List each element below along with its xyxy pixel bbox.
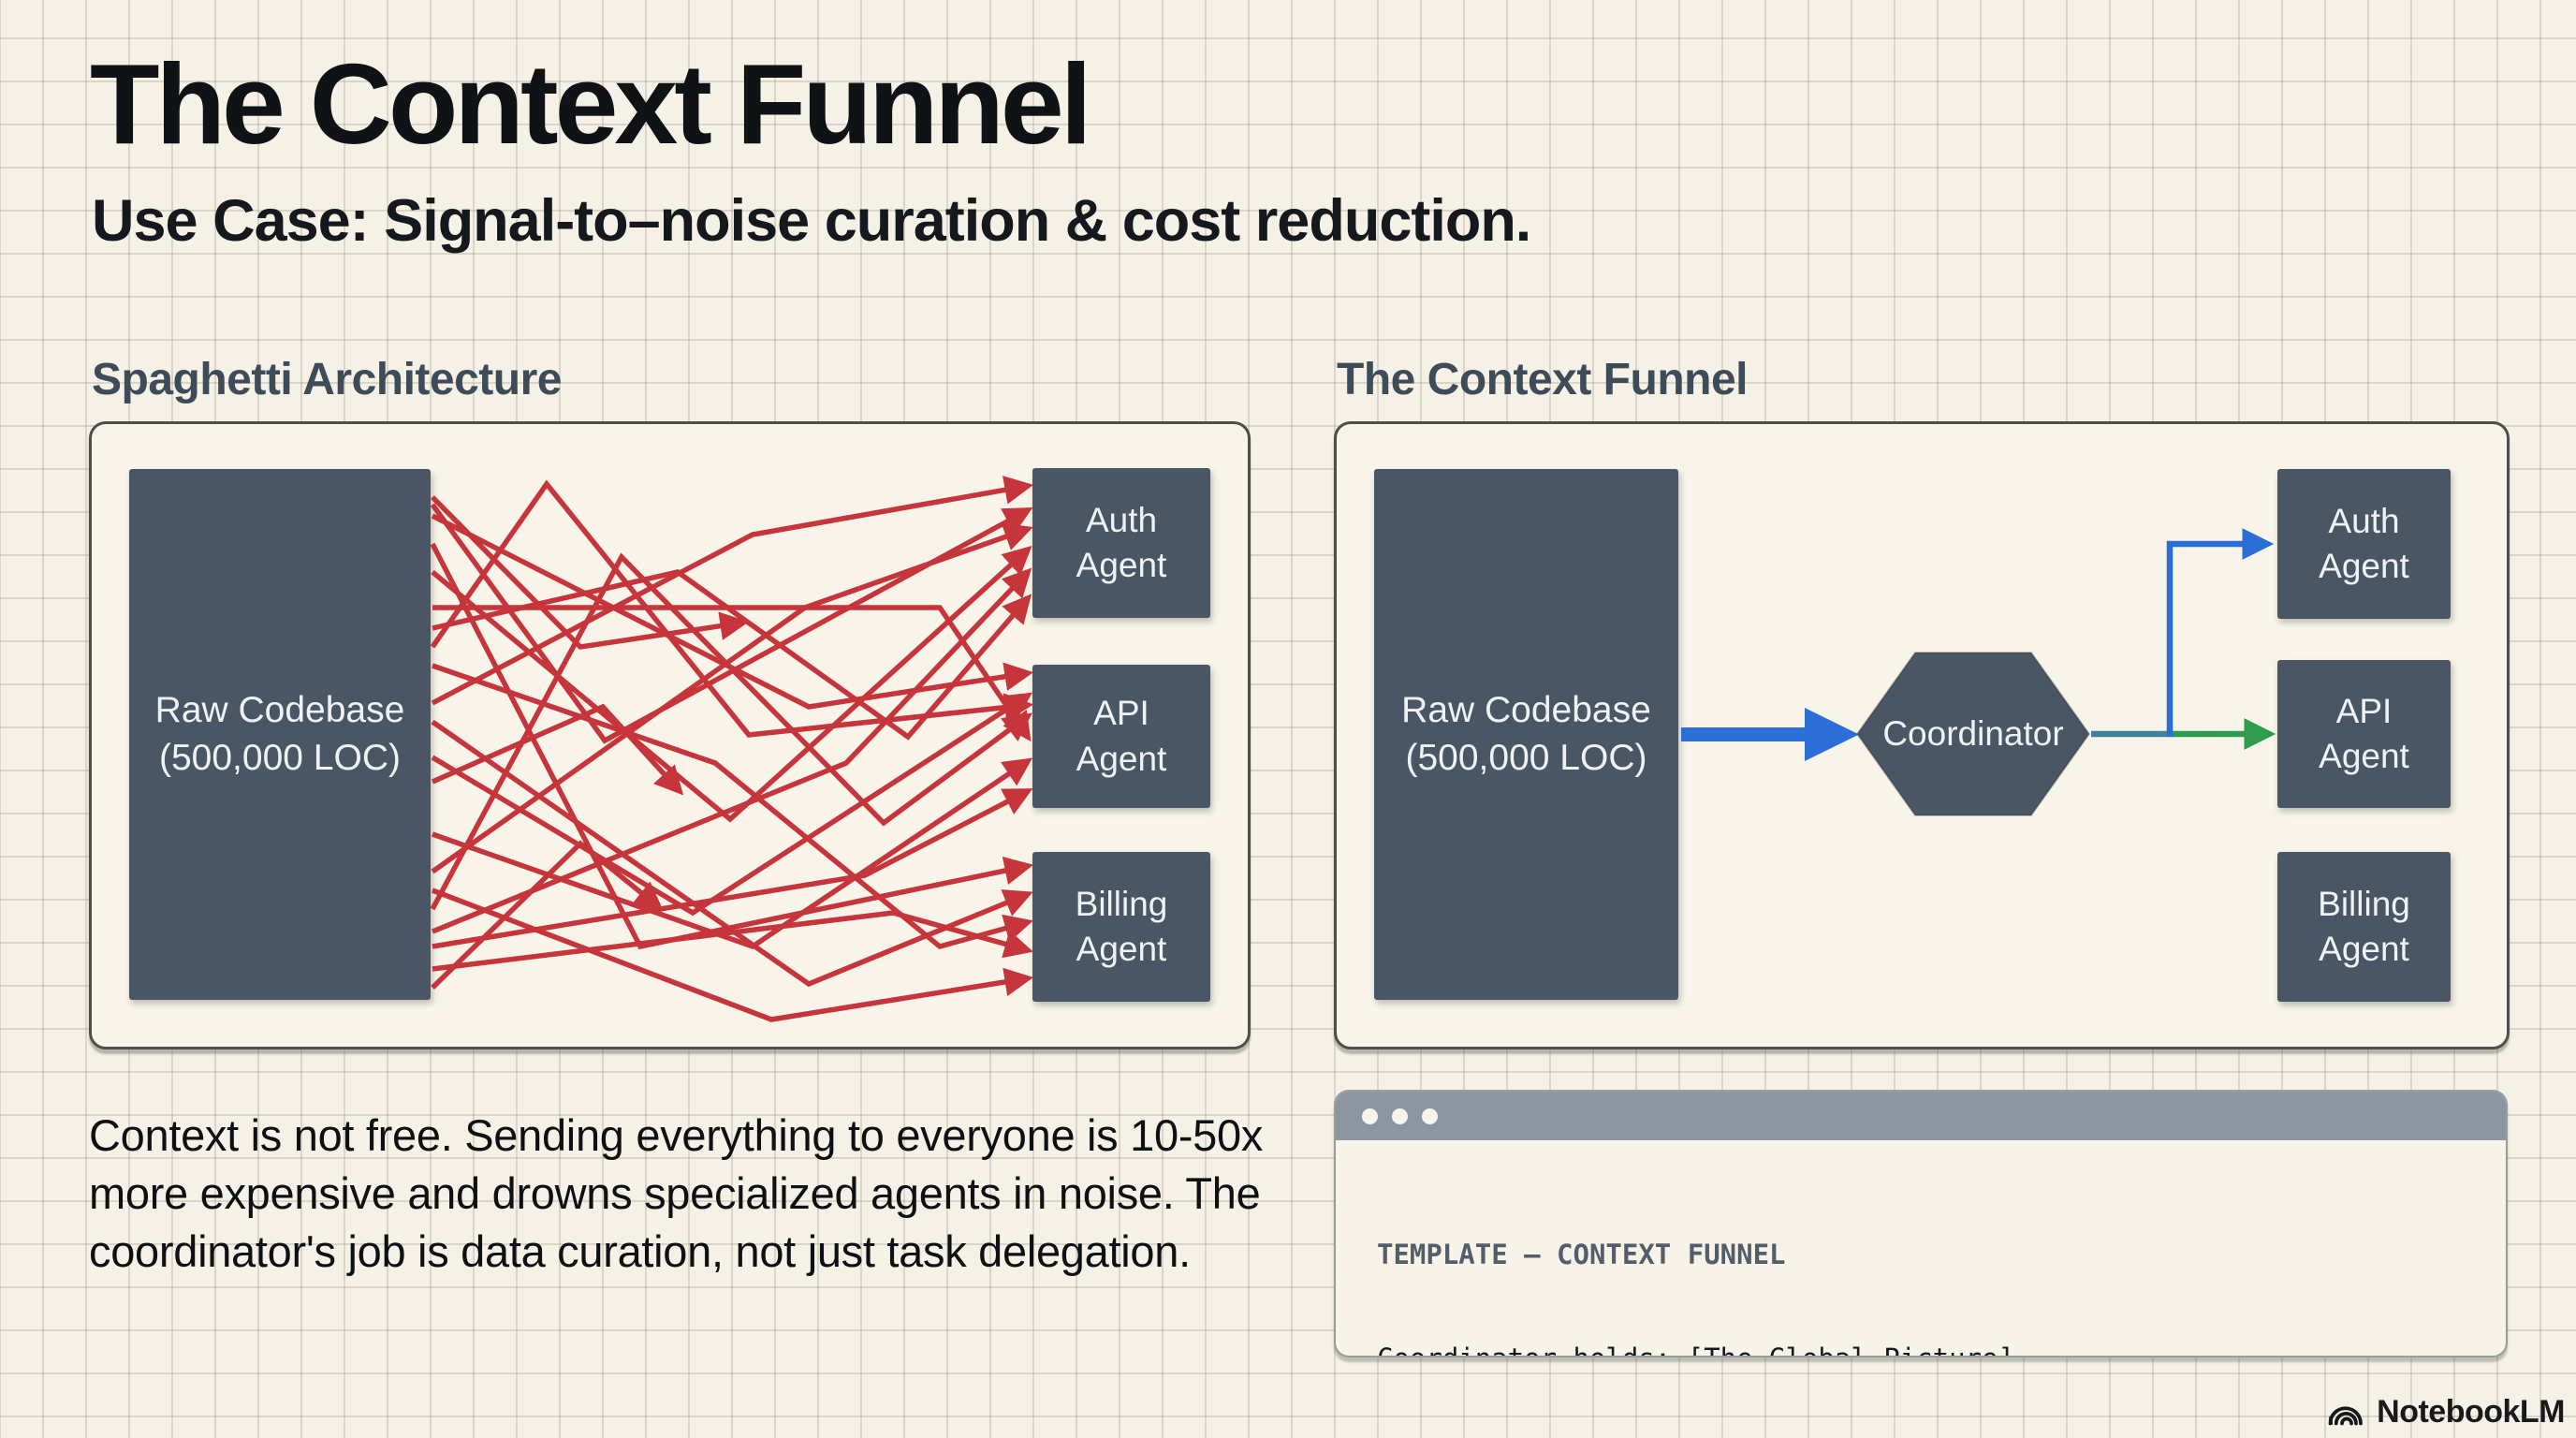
raw-codebase-label-line2: (500,000 LOC) [1405, 737, 1647, 778]
page-title: The Context Funnel [90, 40, 1092, 168]
api-agent-box: API Agent [1032, 665, 1210, 808]
raw-codebase-box: Raw Codebase (500,000 LOC) [1374, 469, 1678, 1000]
raw-codebase-label-line2: (500,000 LOC) [159, 737, 401, 778]
notebooklm-logo: NotebookLM [2326, 1393, 2565, 1431]
agent-label: API [2335, 691, 2393, 730]
codebase-to-coordinator-arrow [1681, 708, 1859, 761]
agent-label: Auth [2328, 501, 2400, 540]
auth-agent-box: Auth Agent [2277, 469, 2451, 619]
agent-label: Agent [2319, 737, 2409, 775]
billing-agent-box: Billing Agent [1032, 852, 1210, 1002]
agent-label: Billing [1075, 884, 1168, 923]
window-dot-icon [1392, 1108, 1408, 1124]
api-agent-box: API Agent [2277, 660, 2451, 808]
notebooklm-icon [2328, 1406, 2364, 1426]
billing-agent-box: Billing Agent [2277, 852, 2451, 1002]
raw-codebase-box: Raw Codebase (500,000 LOC) [129, 469, 431, 1000]
code-line: Coordinator holds: [The Global Picture] [1377, 1342, 2506, 1356]
note-paragraph: Context is not free. Sending everything … [89, 1110, 1264, 1276]
agent-label: Agent [2319, 547, 2409, 585]
left-section-heading: Spaghetti Architecture [92, 355, 562, 404]
right-section-heading: The Context Funnel [1337, 355, 1748, 404]
template-code-window: TEMPLATE — CONTEXT FUNNEL Coordinator ho… [1334, 1090, 2508, 1357]
code-header-line: TEMPLATE — CONTEXT FUNNEL [1377, 1239, 1786, 1270]
raw-codebase-label-line1: Raw Codebase [154, 689, 405, 730]
raw-codebase-label-line1: Raw Codebase [1401, 689, 1651, 730]
agent-label: Agent [1076, 930, 1167, 968]
code-body: TEMPLATE — CONTEXT FUNNEL Coordinator ho… [1336, 1140, 2506, 1356]
window-dot-icon [1422, 1108, 1438, 1124]
agent-label: Auth [1085, 500, 1158, 539]
agent-label: Billing [2318, 884, 2410, 923]
spaghetti-panel: Raw Codebase (500,000 LOC) Auth Agent AP… [89, 421, 1251, 1049]
window-dot-icon [1362, 1108, 1378, 1124]
page-subtitle: Use Case: Signal-to–noise curation & cos… [92, 188, 1531, 254]
auth-agent-box: Auth Agent [1032, 468, 1210, 618]
coordinator-to-auth-arrow [2166, 528, 2275, 737]
coordinator-label: Coordinator [1882, 714, 2064, 753]
agent-label: Agent [1076, 739, 1167, 778]
agent-label: API [1093, 694, 1149, 733]
logo-text: NotebookLM [2377, 1393, 2565, 1430]
agent-label: Agent [1076, 546, 1167, 584]
funnel-panel: Raw Codebase (500,000 LOC) Auth Agent AP… [1334, 421, 2510, 1049]
window-titlebar [1336, 1092, 2506, 1140]
agent-label: Agent [2319, 930, 2409, 968]
